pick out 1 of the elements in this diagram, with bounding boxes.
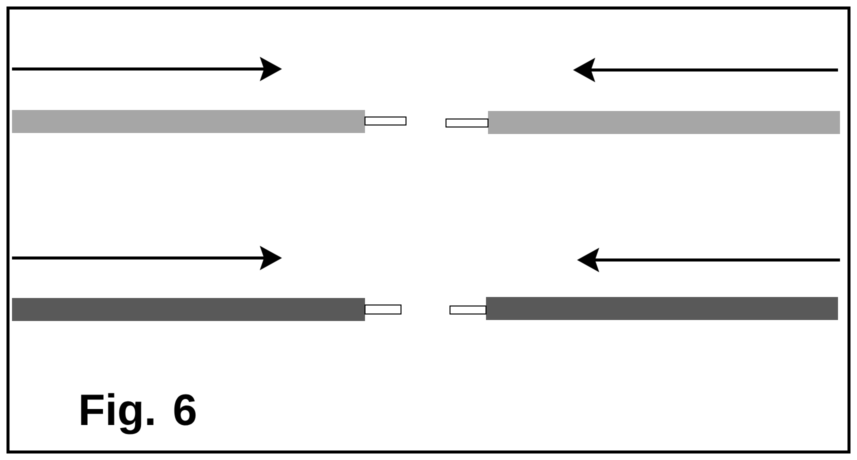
figure-label: Fig. 6	[81, 393, 196, 434]
